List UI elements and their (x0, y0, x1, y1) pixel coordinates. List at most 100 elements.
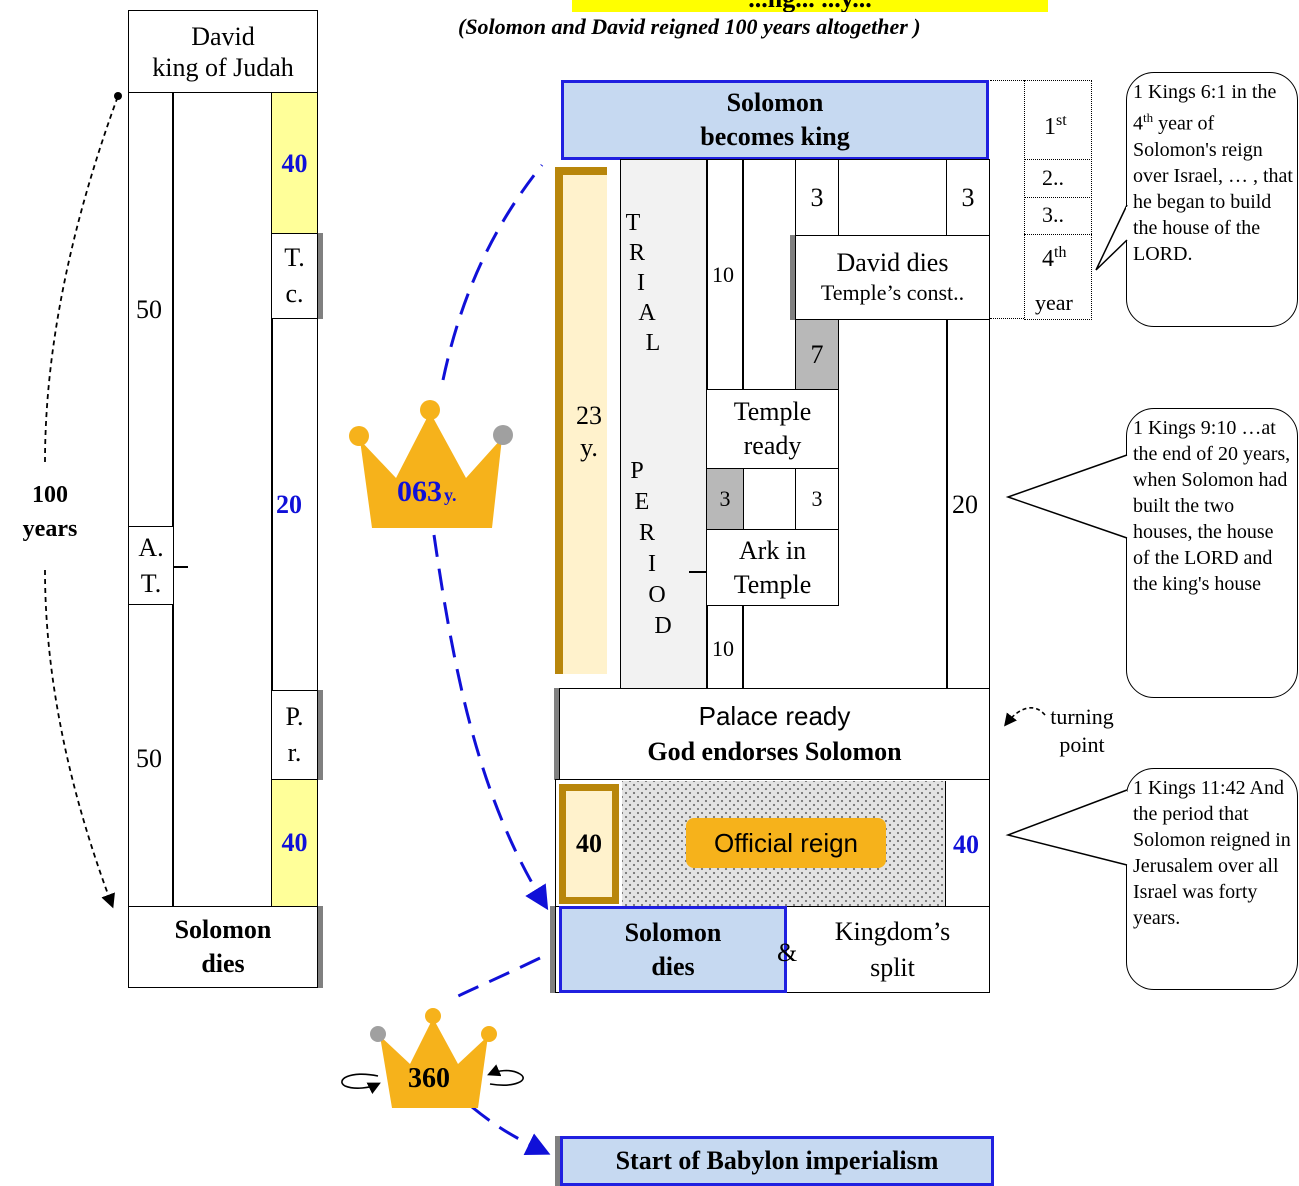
at-tick (174, 566, 188, 568)
ampersand: & (777, 938, 798, 967)
trial-letters: T R I A L (618, 208, 661, 358)
tc-line2: c. (285, 279, 304, 308)
trial-letter: L (645, 330, 661, 356)
becomes-solomon: Solomon (726, 88, 824, 117)
bubble-kings-9-10: 1 Kings 9:10 …at the end of 20 years, wh… (1126, 408, 1298, 698)
num-3-c: 3 (811, 486, 823, 511)
cell-7: 7 (795, 319, 839, 391)
left-20: 20 (276, 490, 302, 519)
temple-ready-l2: ready (743, 431, 802, 460)
crown-arrows (432, 164, 551, 1156)
kingdoms-label: Kingdom’s (834, 917, 951, 946)
at-line1: A. (138, 532, 164, 562)
pr-line2: r. (287, 738, 302, 767)
main-dies-solomon: Solomon (624, 917, 722, 947)
crown-063-icon (349, 400, 513, 528)
temple-ready-l1: Temple (733, 397, 812, 426)
left-divider-line (172, 92, 174, 908)
crown-360-label: 360 (408, 1063, 450, 1095)
hundred-number: 100 (32, 482, 68, 508)
title-highlight: ...ng... ...y... (572, 0, 1048, 12)
period-letter: O (648, 582, 666, 608)
crown-360-number: 360 (408, 1063, 450, 1094)
official-reign-text: Official reign (713, 827, 859, 858)
num-10-bottom: 10 (712, 636, 734, 661)
cell-3-a: 3 (795, 159, 839, 236)
kings-9-10-text: 1 Kings 9:10 …at the end of 20 years, wh… (1133, 417, 1291, 595)
hundred-years-dot (114, 92, 122, 100)
official-reign-pattern (622, 781, 946, 907)
rotate-arrows (341, 1064, 524, 1095)
year-divider-1 (1024, 159, 1092, 160)
period-letter: D (654, 613, 672, 639)
year-4: 4 (1042, 246, 1054, 272)
point-label: point (1059, 732, 1105, 757)
david-label: David (191, 21, 255, 51)
david-dies-box: David dies Temple’s const.. (795, 235, 990, 320)
split-label: split (870, 953, 915, 982)
num-10-top: 10 (712, 262, 734, 287)
num-3-a: 3 (810, 182, 824, 212)
num-40-right: 40 (953, 830, 979, 859)
year-bottom-dotted (990, 318, 1024, 319)
left-dies-label: dies (201, 949, 245, 978)
vline-946 (946, 159, 948, 689)
left-40-top: 40 (281, 148, 308, 178)
year-4th: 4th (1042, 244, 1066, 273)
year-2: 2.. (1042, 165, 1064, 190)
official-reign-label: Official reign (686, 818, 886, 868)
period-letter: I (648, 551, 656, 577)
left-40-bottom: 40 (281, 828, 308, 857)
vline-743 (742, 159, 744, 389)
turning-point-arrow (1004, 707, 1046, 727)
crown-063-number: 063 (397, 475, 442, 508)
left-50-top: 50 (136, 295, 162, 324)
kings-11-42-text: 1 Kings 11:42 And the period that Solomo… (1133, 777, 1291, 929)
tc-box: T. c. (271, 233, 318, 319)
ark-in-temple-box: Ark in Temple (706, 529, 839, 606)
trial-period-column (620, 159, 708, 689)
left-50-bottom: 50 (136, 744, 162, 773)
num-40-left: 40 (576, 829, 602, 858)
king-of-judah-label: king of Judah (152, 52, 294, 82)
year-divider-2 (1024, 197, 1092, 198)
tc-line1: T. (284, 243, 305, 272)
year-1st: 1st (1044, 112, 1067, 141)
period-tick (689, 571, 706, 573)
main-num-20: 20 (952, 490, 978, 519)
pr-box: P. r. (271, 690, 318, 780)
year-4-sup: th (1054, 244, 1067, 261)
hundred-years-arrows (44, 95, 119, 909)
pr-line1: P. (285, 702, 304, 731)
at-box: A. T. (128, 526, 174, 605)
cell-3-grey: 3 (706, 468, 744, 530)
years-word: years (22, 516, 78, 542)
babylon-label: Start of Babylon imperialism (615, 1146, 939, 1175)
left-solomon-label: Solomon (174, 915, 272, 944)
main-dies-dies: dies (651, 951, 695, 981)
num-3-grey: 3 (719, 486, 731, 511)
y23-number: 23 (576, 401, 602, 430)
at-line2: T. (140, 568, 162, 598)
palace-ready-label: Palace ready (698, 701, 851, 731)
year-left-dotted (1024, 80, 1025, 320)
gold-bracket-23 (555, 167, 607, 674)
years-23-label: 23 y. (560, 400, 618, 464)
turning-label: turning (1050, 704, 1114, 729)
bubble-tails (1005, 204, 1128, 866)
period-letter: P (630, 458, 644, 484)
solomon-becomes-king-box: Solomon becomes king (561, 80, 989, 160)
crown-360-icon (370, 1008, 497, 1108)
ark-line2: Temple (733, 569, 812, 599)
num-7: 7 (810, 340, 824, 369)
trial-letter: T (625, 210, 641, 236)
year-divider-3 (1024, 234, 1092, 235)
bubble-kings-11-42: 1 Kings 11:42 And the period that Solomo… (1126, 768, 1298, 990)
temple-ready-box: Temple ready (706, 389, 839, 469)
num-3-b: 3 (961, 182, 975, 212)
year-3: 3.. (1042, 202, 1064, 227)
period-letter: E (634, 489, 650, 515)
page-title: ...ng... ...y... (572, 0, 1048, 12)
hundred-years-label: 100 years (0, 478, 100, 546)
